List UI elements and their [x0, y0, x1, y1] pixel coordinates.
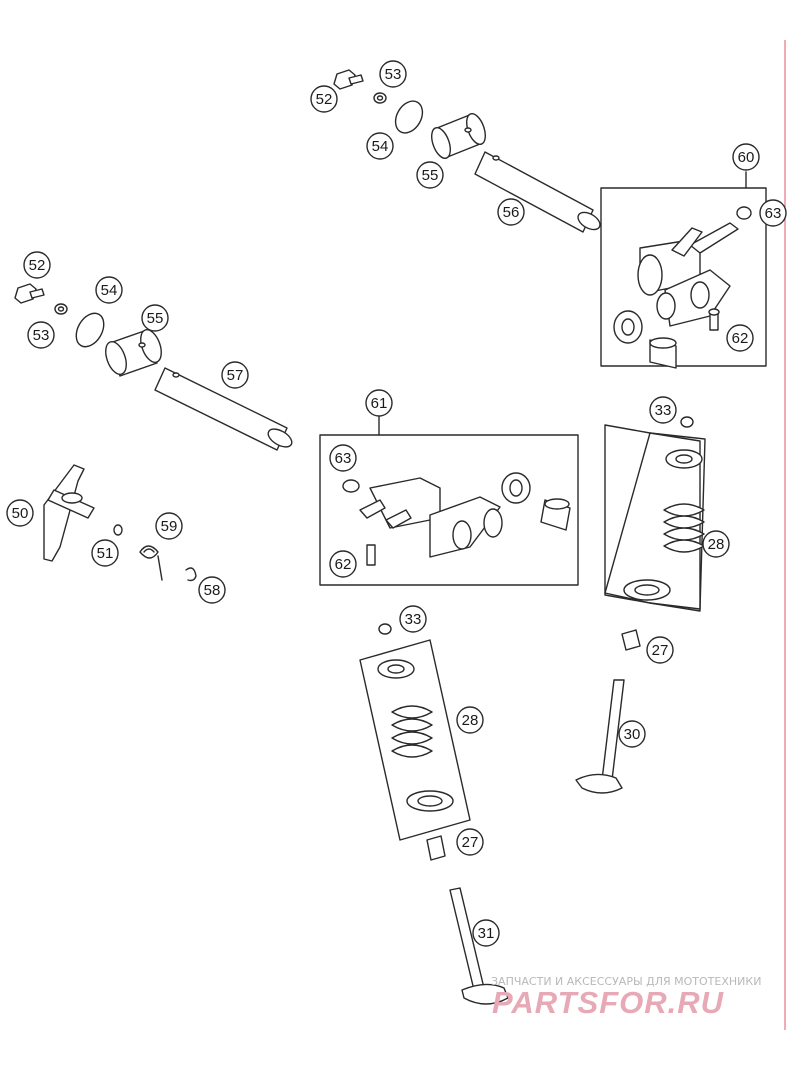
callout-label-56: 56 — [503, 204, 520, 221]
callout-label-58: 58 — [204, 582, 221, 599]
callout-label-54b: 54 — [101, 282, 118, 299]
callout-28b — [456, 706, 484, 734]
callout-59 — [155, 512, 183, 540]
callout-label-52a: 52 — [316, 91, 333, 108]
callout-55b — [141, 304, 169, 332]
callout-54a — [366, 132, 394, 160]
watermark: ЗАПЧАСТИ И АКСЕССУАРЫ ДЛЯ МОТОТЕХНИКИ PA… — [491, 975, 761, 1020]
callout-50 — [6, 499, 34, 527]
valve-spring-box-left — [359, 623, 471, 861]
callout-label-57: 57 — [227, 367, 244, 384]
callout-label-27b: 27 — [462, 834, 479, 851]
callout-33a — [649, 396, 677, 424]
callout-label-51: 51 — [97, 545, 114, 562]
callout-31 — [472, 919, 500, 947]
callout-label-63b: 63 — [335, 450, 352, 467]
callout-28a — [702, 530, 730, 558]
callout-label-53b: 53 — [33, 327, 50, 344]
callout-label-53a: 53 — [385, 66, 402, 83]
callout-27a — [646, 636, 674, 664]
callout-label-61: 61 — [371, 395, 388, 412]
callout-label-60: 60 — [738, 149, 755, 166]
callout-label-59: 59 — [161, 518, 178, 535]
valve-spring-box-right — [604, 416, 706, 651]
callout-label-55b: 55 — [147, 310, 164, 327]
callout-label-33b: 33 — [405, 611, 422, 628]
callout-27b — [456, 828, 484, 856]
rocker-arm-box-61 — [319, 415, 579, 586]
rocker-arm-box-60 — [600, 171, 767, 369]
callout-label-31: 31 — [478, 925, 495, 942]
callout-label-52b: 52 — [29, 257, 46, 274]
callout-63b — [329, 444, 357, 472]
callout-33b — [399, 605, 427, 633]
callout-57 — [221, 361, 249, 389]
decompressor-group — [43, 464, 197, 582]
valve-31 — [449, 887, 509, 1005]
callout-62b — [329, 550, 357, 578]
callout-52a — [310, 85, 338, 113]
callout-label-30: 30 — [624, 726, 641, 743]
callout-63a — [759, 199, 787, 227]
callout-label-62a: 62 — [732, 330, 749, 347]
callout-label-62b: 62 — [335, 556, 352, 573]
callout-30 — [618, 720, 646, 748]
callout-60 — [732, 143, 760, 171]
callout-label-50: 50 — [12, 505, 29, 522]
callout-label-63a: 63 — [765, 205, 782, 222]
callout-label-28b: 28 — [462, 712, 479, 729]
upper-rocker-shaft-group — [333, 69, 601, 233]
watermark-brand: PARTSFOR.RU — [492, 985, 725, 1020]
callout-55a — [416, 161, 444, 189]
valve-30 — [575, 679, 625, 794]
callout-61 — [365, 389, 393, 417]
left-rocker-shaft-group — [14, 283, 293, 451]
callout-56 — [497, 198, 525, 226]
callout-54b — [95, 276, 123, 304]
callout-51 — [91, 539, 119, 567]
callout-label-28a: 28 — [708, 536, 725, 553]
callout-62a — [726, 324, 754, 352]
callout-58 — [198, 576, 226, 604]
callout-label-54a: 54 — [372, 138, 389, 155]
callout-label-27a: 27 — [652, 642, 669, 659]
callout-53a — [379, 60, 407, 88]
callout-52b — [23, 251, 51, 279]
callout-53b — [27, 321, 55, 349]
watermark-subtitle: ЗАПЧАСТИ И АКСЕССУАРЫ ДЛЯ МОТОТЕХНИКИ — [491, 975, 761, 988]
callout-label-55a: 55 — [422, 167, 439, 184]
callout-label-33a: 33 — [655, 402, 672, 419]
